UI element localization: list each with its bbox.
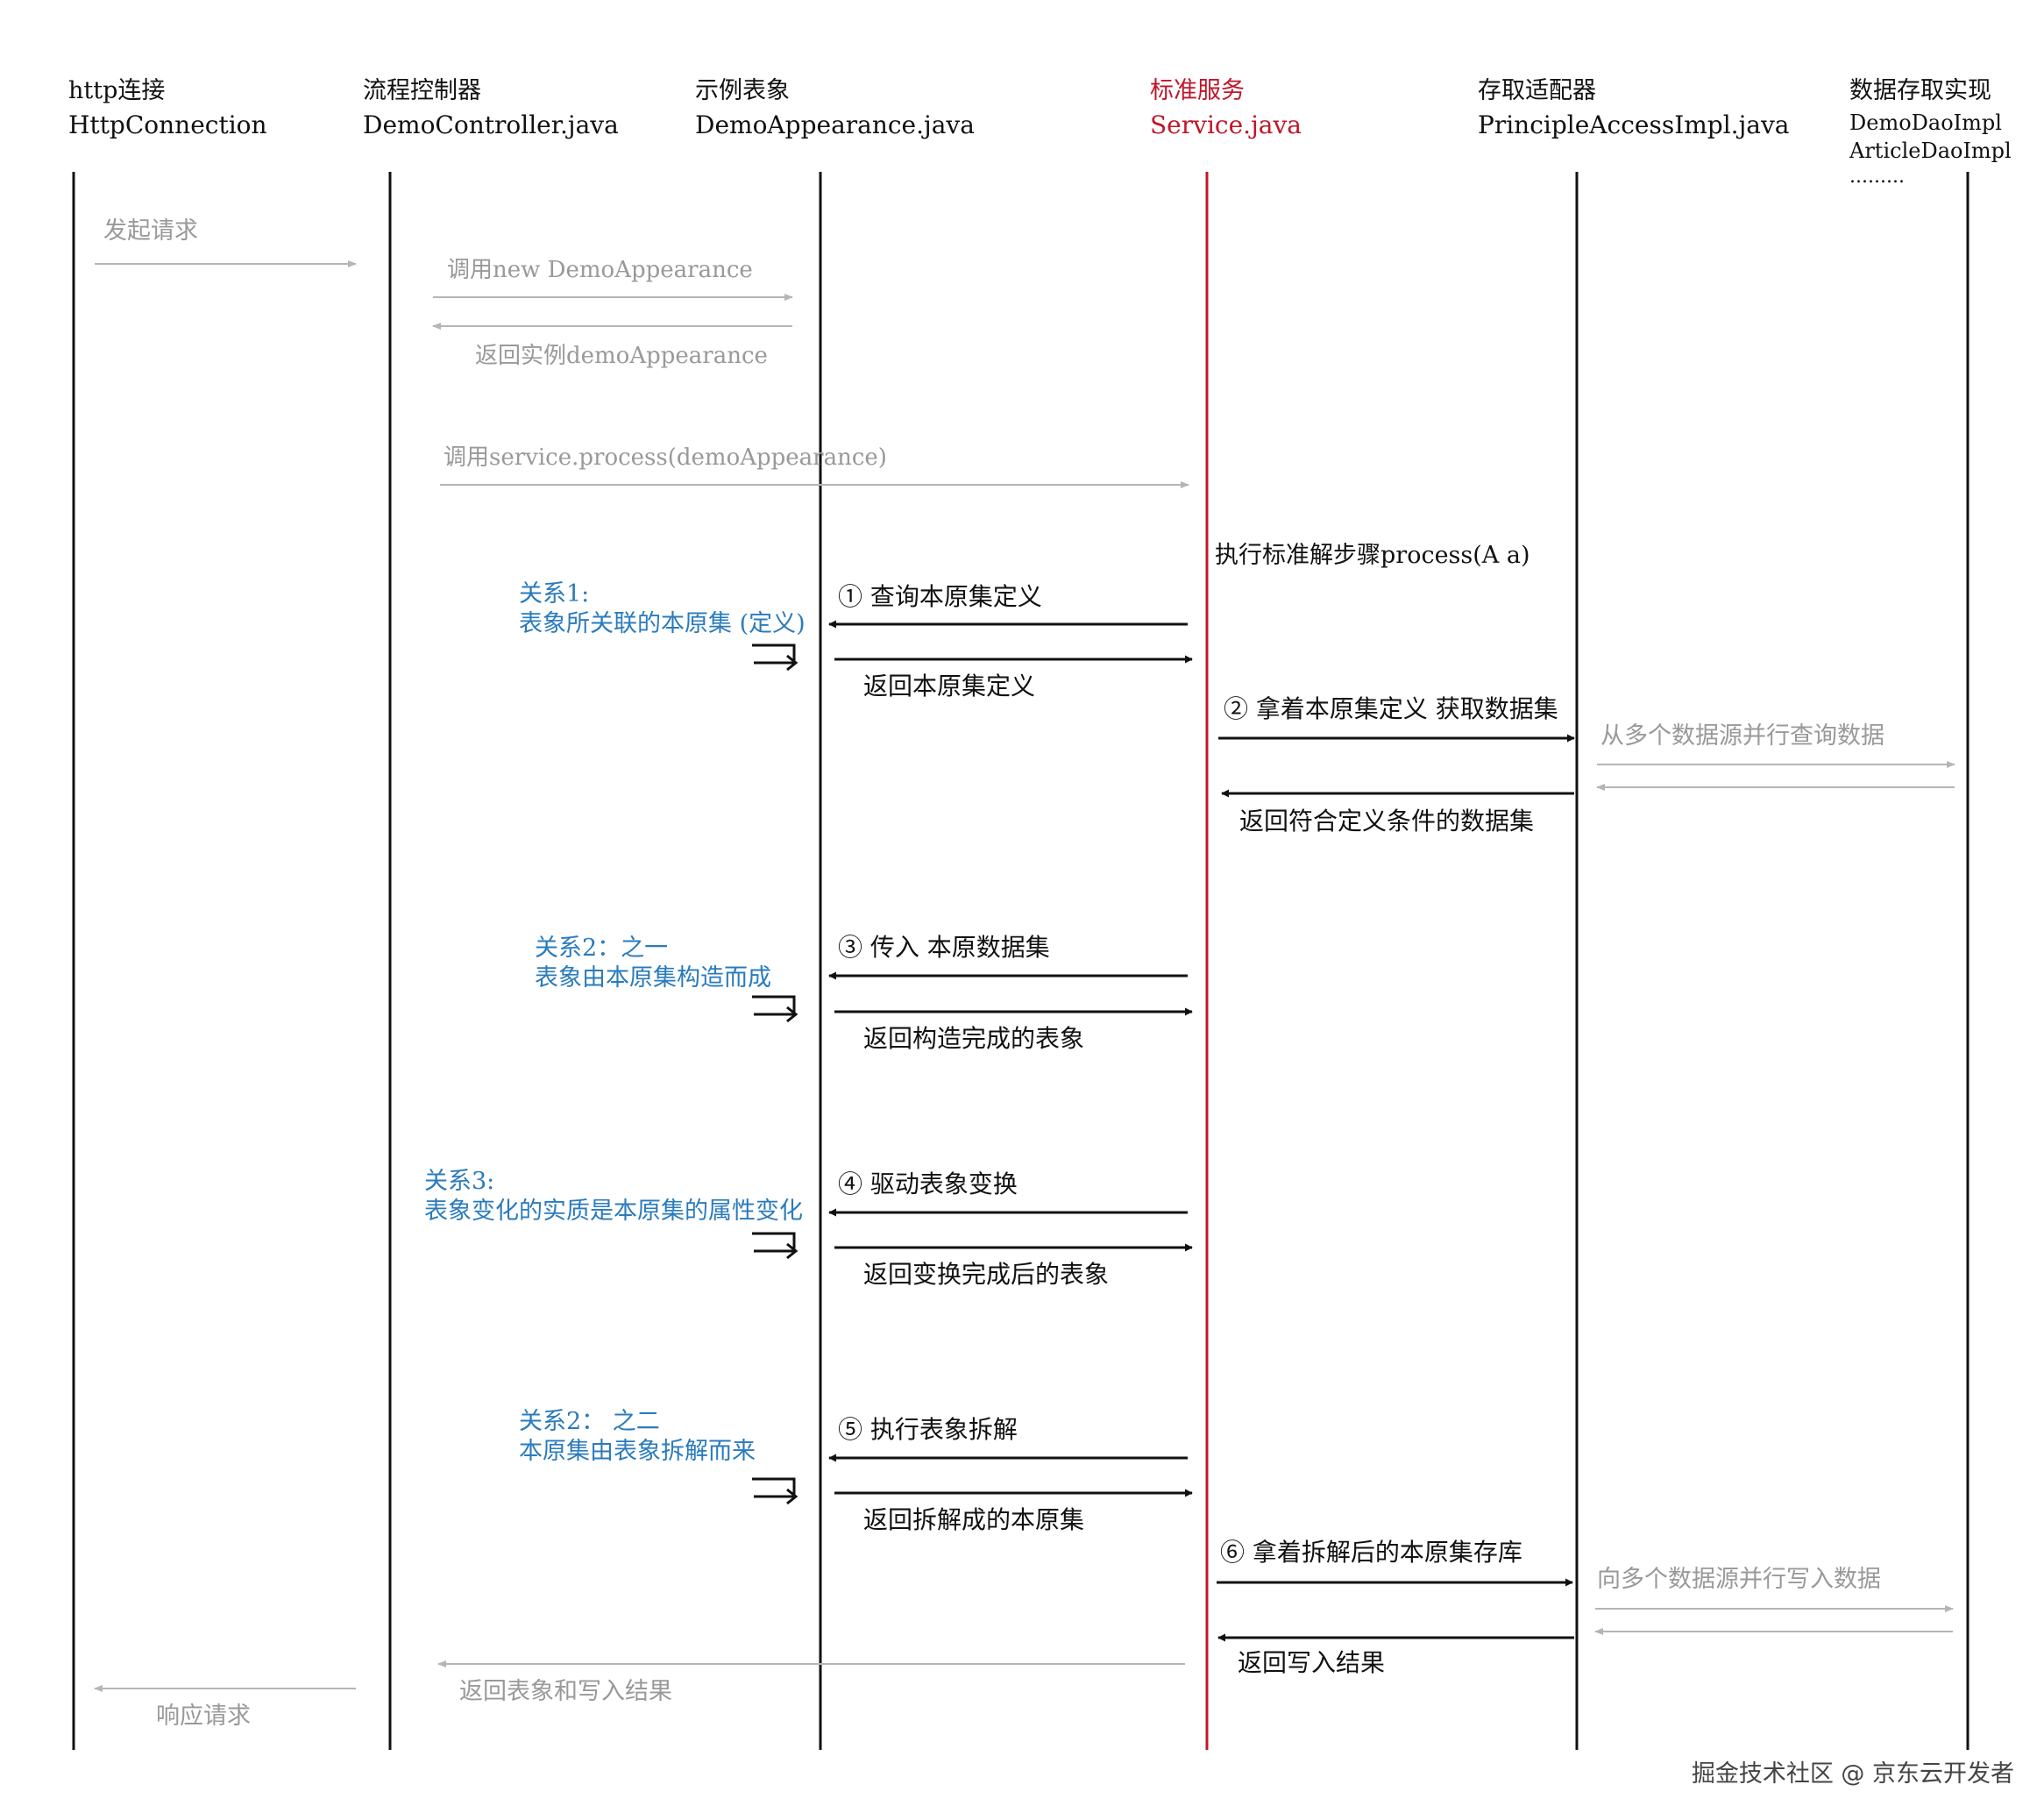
lane-subtitle-controller: DemoController.java [363,110,619,139]
note-1-body: 表象所关联的本原集 (定义) [519,610,806,637]
label-step5: ⑤ 执行表象拆解 [838,1415,1018,1444]
label-request: 发起请求 [103,217,198,245]
label-service-process: 调用service.process(demoAppearance) [444,444,887,471]
watermark: 掘金技术社区 @ 京东云开发者 [1692,1760,2014,1788]
label-step6: ⑥ 拿着拆解后的本原集存库 [1220,1538,1522,1567]
hook-arrow-icon [752,1232,798,1260]
relationship-notes: 关系1: 表象所关联的本原集 (定义) 关系2：之一 表象由本原集构造而成 关系… [424,580,806,1465]
lane-title-dao: 数据存取实现 [1849,77,1991,104]
label-return-appearance-result: 返回表象和写入结果 [459,1678,672,1705]
label-step1-return: 返回本原集定义 [863,672,1035,700]
lane-subtitle-appearance: DemoAppearance.java [695,110,975,139]
label-response: 响应请求 [156,1703,251,1730]
lane-title-service: 标准服务 [1150,77,1245,104]
message-arrows [94,260,1955,1692]
lane-subtitle-service: Service.java [1150,110,1302,139]
lane-title-access: 存取适配器 [1478,77,1596,104]
hook-arrow-icon [752,643,798,672]
lane-headers: http连接 HttpConnection 流程控制器 DemoControll… [68,77,2012,188]
note-3-title: 关系3: [424,1168,494,1195]
label-step6-return: 返回写入结果 [1238,1648,1385,1677]
lane-extra-dao-1: DemoDaoImpl [1849,110,2002,135]
note-2-title: 关系2：之一 [535,935,668,962]
label-step3-return: 返回构造完成的表象 [863,1024,1084,1053]
label-service-step: 执行标准解步骤process(A a) [1215,542,1530,569]
label-step2-return: 返回符合定义条件的数据集 [1239,807,1534,835]
hook-arrow-icon [752,1477,798,1505]
hook-arrow-icon [752,995,798,1023]
label-new-appearance: 调用new DemoAppearance [447,257,753,283]
label-step1: ① 查询本原集定义 [838,582,1042,611]
note-2-body: 表象由本原集构造而成 [535,964,771,992]
note-3-body: 表象变化的实质是本原集的属性变化 [424,1198,803,1225]
note-4-body: 本原集由表象拆解而来 [519,1438,756,1465]
lane-title-appearance: 示例表象 [695,77,790,104]
note-1-title: 关系1: [519,580,589,608]
lane-extra-dao-2: ArticleDaoImpl [1849,139,2012,163]
message-labels: 发起请求 调用new DemoAppearance 返回实例demoAppear… [103,217,1884,1730]
label-step5-return: 返回拆解成的本原集 [863,1505,1084,1534]
label-parallel-write: 向多个数据源并行写入数据 [1597,1566,1881,1593]
note-connectors [752,643,798,1505]
label-step4: ④ 驱动表象变换 [838,1170,1018,1198]
lane-title-controller: 流程控制器 [363,77,481,104]
lane-extra-dao-3: ......... [1849,166,1905,188]
label-step4-return: 返回变换完成后的表象 [863,1260,1109,1289]
note-4-title: 关系2： 之二 [519,1408,660,1435]
label-step3: ③ 传入 本原数据集 [838,933,1050,962]
label-step2: ② 拿着本原集定义 获取数据集 [1224,694,1558,723]
lane-title-http: http连接 [68,77,165,104]
lane-subtitle-access: PrincipleAccessImpl.java [1478,110,1789,139]
label-return-instance: 返回实例demoAppearance [475,343,768,369]
label-parallel-query: 从多个数据源并行查询数据 [1600,722,1884,750]
lifelines [72,172,1969,1750]
lane-subtitle-http: HttpConnection [68,110,267,139]
